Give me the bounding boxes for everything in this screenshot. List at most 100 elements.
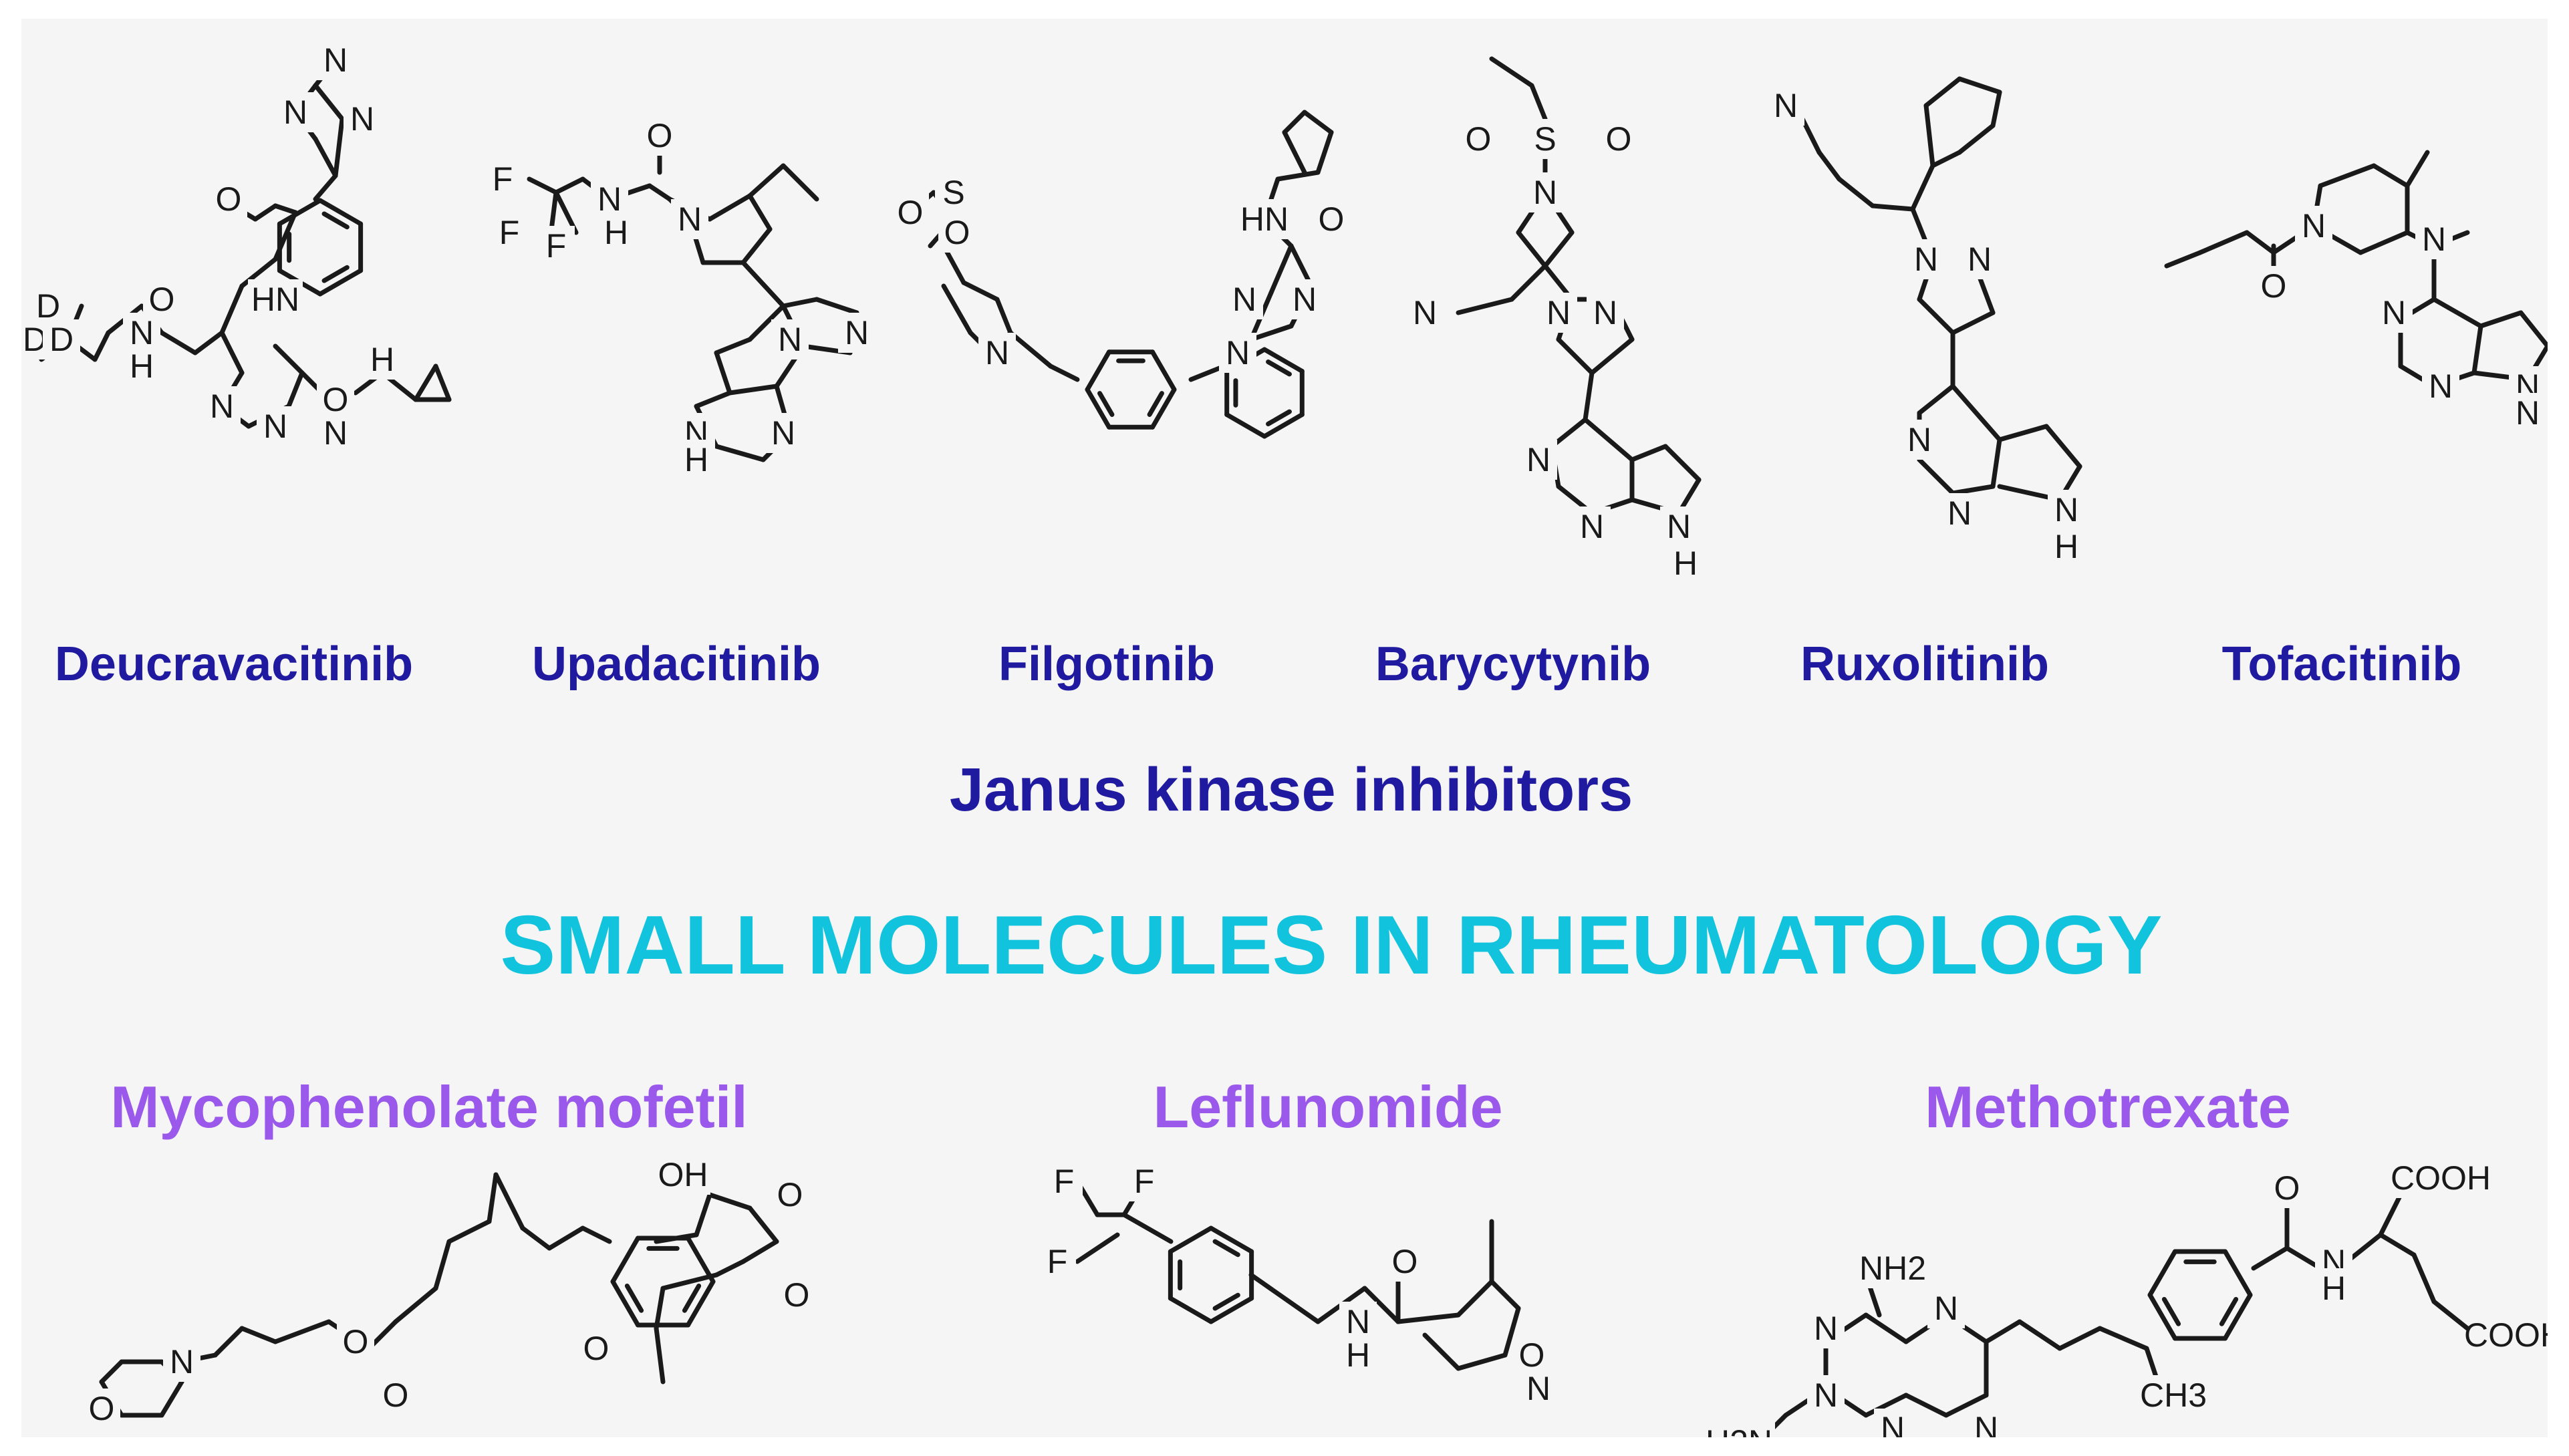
baricitinib-bond	[1629, 444, 1668, 462]
mycophenolate-bond	[654, 1286, 666, 1331]
mycophenolate-bond	[99, 1359, 124, 1385]
upadacitinib-bond	[781, 297, 819, 309]
baricitinib-atom-label: N	[1526, 441, 1550, 478]
methotrexate-atom-label: COOH	[2391, 1159, 2491, 1197]
baricitinib-bond	[1456, 297, 1514, 315]
filgotinib-atom-backdrop	[892, 192, 929, 233]
mycophenolate-bond	[493, 1172, 525, 1231]
ruxolitinib-bond	[1917, 384, 1955, 416]
leflunomide-ring-double-bond	[1212, 1292, 1240, 1311]
leflunomide-bond	[1362, 1286, 1401, 1324]
methotrexate-bond	[2057, 1326, 2103, 1351]
tofacitinib-atom-label: N	[2422, 221, 2446, 258]
ruxolitinib-bond	[1816, 150, 1842, 182]
drug-name-ruxolitinib: Ruxolitinib	[1800, 637, 2049, 691]
baricitinib-atom-backdrop	[1460, 119, 1497, 159]
baricitinib-bond	[1583, 417, 1635, 462]
ruxolitinib-bond	[1837, 176, 1875, 208]
filgotinib-atom-label: N	[1226, 334, 1250, 372]
methotrexate-atom-backdrop	[1807, 1308, 1845, 1348]
deucravacitinib-bond	[286, 370, 305, 409]
deucravacitinib-atom-backdrop	[143, 279, 180, 319]
methotrexate-bond	[2378, 1192, 2403, 1237]
mycophenolate-atom-backdrop	[577, 1328, 615, 1368]
drug-name-upadacitinib: Upadacitinib	[531, 637, 821, 691]
deucravacitinib-atom-backdrop	[43, 319, 80, 359]
leflunomide-ring-bond	[1208, 1225, 1254, 1254]
baricitinib-bond	[1509, 263, 1548, 302]
leflunomide-atom-label: O	[1519, 1336, 1545, 1374]
filgotinib-ring-double-bond	[1147, 391, 1164, 417]
ruxolitinib-bond	[1950, 484, 1996, 496]
leflunomide-bond	[1456, 1279, 1494, 1318]
methotrexate-atom-backdrop	[1807, 1375, 1845, 1415]
deucravacitinib-atom-label: O	[216, 180, 242, 218]
filgotinib-bond	[1048, 363, 1080, 382]
baricitinib-atom-backdrop	[1526, 172, 1564, 212]
ruxolitinib-atom-label: N	[1968, 241, 1992, 278]
leflunomide-atom-backdrop	[1339, 1335, 1377, 1375]
leflunomide-bond	[1248, 1272, 1321, 1324]
mycophenolate-bond	[393, 1286, 438, 1324]
mycophenolate-bond	[694, 1192, 712, 1237]
leflunomide-atom-label: F	[1134, 1163, 1155, 1200]
mycophenolate-bond	[714, 1259, 746, 1278]
leflunomide-ring-bond	[1208, 1296, 1254, 1324]
ruxolitinib-bond	[1957, 123, 1996, 155]
filgotinib-atom-label: N	[1293, 281, 1317, 318]
deucravacitinib-atom-label: O	[149, 281, 175, 318]
baricitinib-bond	[1542, 230, 1575, 269]
deucravacitinib-atom-label: N	[210, 388, 234, 425]
mycophenolate-bond	[547, 1225, 585, 1251]
baricitinib-atom-label: O	[1606, 120, 1632, 158]
mycophenolate-atom-label: N	[170, 1343, 194, 1380]
methotrexate-atom-backdrop	[1927, 1288, 1965, 1328]
deucravacitinib-bond	[219, 283, 245, 335]
leflunomide-atom-label: F	[1054, 1163, 1075, 1200]
deucravacitinib-bond	[273, 203, 298, 215]
upadacitinib-atom-backdrop	[838, 313, 875, 353]
upadacitinib-atom-label: F	[499, 214, 520, 251]
leflunomide-atom-label: N	[1346, 1303, 1370, 1340]
filgotinib-bond	[1275, 170, 1321, 182]
upadacitinib-atom-backdrop	[671, 199, 708, 239]
mycophenolate-bond	[446, 1219, 492, 1244]
filgotinib-bond	[1248, 323, 1294, 342]
upadacitinib-bond	[714, 350, 732, 396]
deucravacitinib-atom-label: H	[370, 341, 394, 378]
mycophenolate-bond	[433, 1239, 452, 1291]
filgotinib-atom-label: O	[944, 214, 970, 251]
tofacitinib-bond	[2478, 310, 2524, 329]
upadacitinib-atom-backdrop	[484, 159, 521, 199]
deucravacitinib-atom-backdrop	[317, 413, 354, 453]
leflunomide-bond	[1121, 1212, 1174, 1244]
tofacitinib-atom-backdrop	[2295, 206, 2332, 246]
deucravacitinib-atom-label: N	[283, 94, 307, 131]
tofacitinib-bond	[2405, 150, 2430, 188]
ruxolitinib-atom-label: N	[2054, 491, 2078, 529]
mycophenolate-ring-bond	[610, 1279, 640, 1328]
mycophenolate-bond	[707, 1192, 753, 1211]
mycophenolate-bond	[654, 1326, 666, 1385]
drug-name-leflunomide: Leflunomide	[1153, 1074, 1503, 1140]
ruxolitinib-bond	[1990, 437, 2002, 489]
methotrexate-atom-label: NH2	[1859, 1250, 1926, 1287]
deucravacitinib-bond	[313, 136, 338, 178]
drug-name-mycophenolate: Mycophenolate mofetil	[110, 1074, 748, 1140]
baricitinib-atom-label: N	[1546, 294, 1571, 331]
methotrexate-atom-label: COOH	[2464, 1316, 2548, 1354]
methotrexate-bond	[1903, 1393, 1949, 1418]
methotrexate-structure: NH2NNNNNH2NCH3ONHCOOHCOOH	[1703, 1158, 2548, 1437]
leflunomide-ring-bond	[1168, 1296, 1214, 1324]
filgotinib-bond	[1268, 243, 1294, 295]
filgotinib-atom-backdrop	[1286, 279, 1323, 319]
ruxolitinib-bond	[1930, 150, 1962, 168]
leflunomide-bond	[1502, 1306, 1521, 1358]
upadacitinib-atom-backdrop	[765, 413, 802, 453]
upadacitinib-bond	[747, 193, 773, 232]
upadacitinib-atom-label: O	[647, 117, 673, 154]
filgotinib-bond	[1008, 330, 1053, 369]
